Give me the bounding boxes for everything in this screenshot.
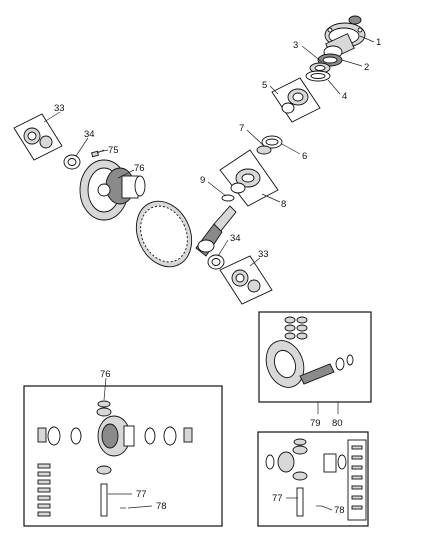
carrier-bearing-kit-left [13, 113, 63, 161]
callout-5: 5 [262, 80, 267, 91]
callout-78-left: 78 [156, 501, 167, 512]
callout-6: 6 [302, 151, 307, 162]
callout-76-lower: 76 [100, 369, 111, 380]
gear-set-kit-box [258, 311, 372, 403]
shim-stack [284, 316, 308, 340]
pinion-shim [221, 194, 235, 202]
bolt-column-left [37, 463, 51, 517]
callout-34-upper: 34 [84, 129, 95, 140]
pinion-gear-lower [96, 465, 112, 475]
callout-7: 7 [239, 123, 244, 134]
carrier-bearing-kit-right [219, 255, 273, 305]
side-gear-right [144, 427, 156, 445]
oil-slinger [256, 145, 272, 155]
callout-9: 9 [200, 175, 205, 186]
leader-lines [43, 35, 375, 511]
bearing-kit-5 [271, 77, 321, 123]
callout-3: 3 [293, 40, 298, 51]
callout-1: 1 [376, 37, 381, 48]
callout-77-right: 77 [272, 493, 283, 504]
bearing-cup-right [207, 254, 225, 270]
callout-75: 75 [108, 145, 119, 156]
callout-78-right: 78 [334, 505, 345, 516]
bolt-column-right [347, 439, 367, 521]
callout-8: 8 [281, 199, 286, 210]
pinion-gear [195, 205, 237, 257]
callout-33-upper: 33 [54, 103, 65, 114]
bearing-cup-left [63, 154, 81, 170]
differential-assembly-box [23, 385, 223, 527]
shim-ring [261, 135, 283, 149]
callout-77-left: 77 [136, 489, 147, 500]
callout-34-lower: 34 [230, 233, 241, 244]
service-kit-box [257, 431, 369, 527]
callout-80: 80 [332, 418, 343, 429]
gear-set-kit-parts [265, 316, 354, 388]
side-bearing-left [37, 426, 61, 446]
callout-4: 4 [342, 91, 347, 102]
cross-shaft [100, 483, 108, 517]
callout-33-lower: 33 [258, 249, 269, 260]
differential-assembly-parts [37, 400, 193, 517]
pinion-flange [323, 15, 366, 59]
service-kit-parts [265, 438, 367, 521]
callout-2: 2 [364, 62, 369, 73]
differential-case [79, 159, 146, 221]
bearing-kit-8 [219, 149, 279, 207]
callout-79: 79 [310, 418, 321, 429]
pinion-washer-stack [96, 400, 112, 417]
spacer-ring [305, 70, 331, 82]
diff-case-center [97, 415, 135, 457]
side-bearing-right [163, 426, 193, 446]
callout-76-upper: 76 [134, 163, 145, 174]
ring-gear [135, 200, 193, 268]
side-gear-left [70, 427, 82, 445]
